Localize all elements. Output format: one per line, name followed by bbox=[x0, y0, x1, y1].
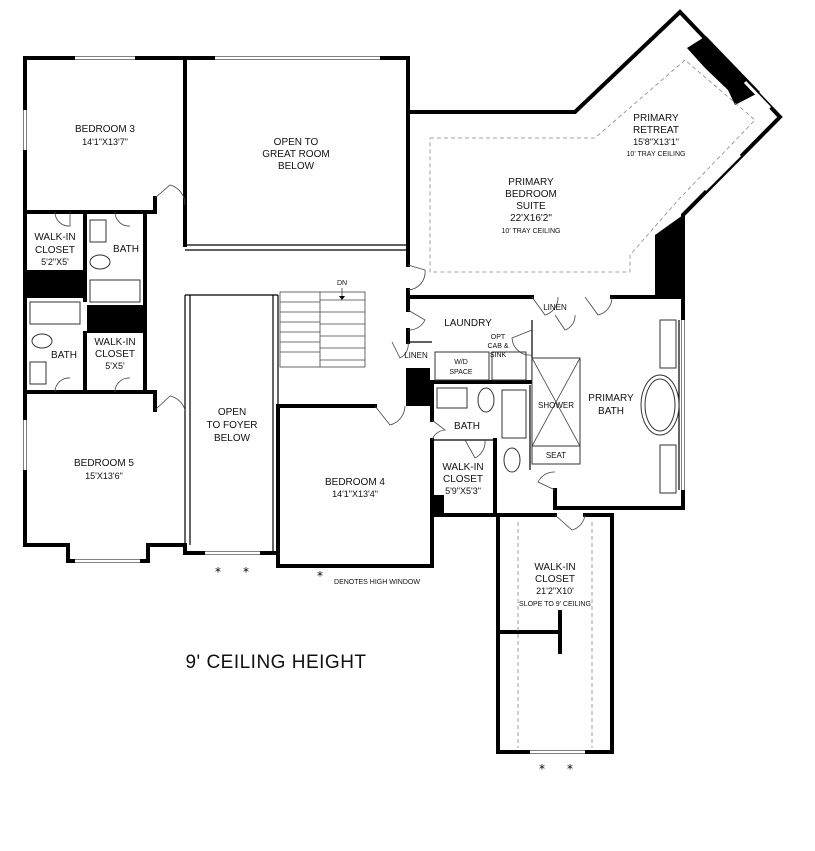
primary-bedroom-label-1: PRIMARY bbox=[508, 177, 554, 188]
bedroom5-name: BEDROOM 5 bbox=[74, 458, 134, 469]
walkin-closet-primary-1: WALK-IN bbox=[534, 562, 575, 573]
primary-retreat-size: 15'8"X13'1" bbox=[633, 137, 679, 147]
walls bbox=[23, 9, 783, 754]
tray-ceiling-outline bbox=[429, 59, 756, 273]
high-window-marker: * bbox=[539, 762, 545, 776]
windows bbox=[23, 28, 772, 754]
bedroom4-size: 14'1"X13'4" bbox=[332, 489, 378, 499]
linen-left-label: LINEN bbox=[404, 351, 428, 360]
wd-space-1: W/D bbox=[454, 359, 468, 366]
walkin-closet-primary-size: 21'2"X10' bbox=[536, 586, 574, 596]
high-window-marker: * bbox=[215, 565, 221, 579]
high-window-marker: * bbox=[567, 762, 573, 776]
primary-bedroom-label-2: BEDROOM bbox=[505, 189, 557, 200]
walkin-closet-left-top-2: CLOSET bbox=[35, 245, 75, 256]
door-swings bbox=[54, 184, 613, 531]
staircase bbox=[279, 288, 366, 368]
great-room-label-1: OPEN TO bbox=[274, 137, 319, 148]
shower-label: SHOWER bbox=[538, 401, 574, 410]
primary-bath-label-1: PRIMARY bbox=[588, 393, 634, 404]
primary-bedroom-size: 22'X16'2" bbox=[510, 213, 552, 224]
open-foyer-label-1: OPEN bbox=[218, 407, 246, 418]
high-window-legend-text: DENOTES HIGH WINDOW bbox=[334, 579, 420, 586]
primary-bedroom-label-3: SUITE bbox=[516, 201, 546, 212]
open-foyer-label-2: TO FOYER bbox=[207, 420, 258, 431]
primary-retreat-label-2: RETREAT bbox=[633, 125, 679, 136]
bath-left-top-label: BATH bbox=[113, 244, 139, 255]
primary-bath-label-2: BATH bbox=[598, 406, 624, 417]
seat-label: SEAT bbox=[546, 451, 566, 460]
walkin-closet-left-top-size: 5'2"X5' bbox=[41, 257, 69, 267]
primary-retreat-label-1: PRIMARY bbox=[633, 113, 679, 124]
linen-top-label: LINEN bbox=[543, 303, 567, 312]
high-window-legend-star: * bbox=[317, 569, 323, 583]
fixtures bbox=[29, 219, 680, 494]
primary-bedroom-note: 10' TRAY CEILING bbox=[502, 228, 561, 235]
bedroom3-name: BEDROOM 3 bbox=[75, 124, 135, 135]
walkin-closet-center-2: CLOSET bbox=[443, 474, 483, 485]
laundry-label: LAUNDRY bbox=[444, 318, 492, 329]
ceiling-height-note: 9' CEILING HEIGHT bbox=[185, 652, 366, 673]
bedroom3-size: 14'1"X13'7" bbox=[82, 137, 128, 147]
walkin-closet-left-top-1: WALK-IN bbox=[34, 232, 75, 243]
walkin-closet-left-mid-size: 5'X5' bbox=[105, 361, 125, 371]
laundry-opt-2: CAB & bbox=[487, 343, 508, 350]
walkin-closet-primary-2: CLOSET bbox=[535, 574, 575, 585]
stairs-down-label: DN bbox=[337, 280, 347, 287]
bedroom4-name: BEDROOM 4 bbox=[325, 477, 385, 488]
walkin-closet-center-1: WALK-IN bbox=[442, 462, 483, 473]
open-foyer-label-3: BELOW bbox=[214, 433, 251, 444]
great-room-label-3: BELOW bbox=[278, 161, 315, 172]
laundry-opt-3: SINK bbox=[490, 352, 507, 359]
walkin-closet-left-mid-2: CLOSET bbox=[95, 349, 135, 360]
walkin-closet-left-mid-1: WALK-IN bbox=[94, 337, 135, 348]
great-room-label-2: GREAT ROOM bbox=[262, 149, 329, 160]
walkin-closet-primary-note: SLOPE TO 9' CEILING bbox=[519, 601, 591, 608]
walkin-closet-center-size: 5'9"X5'3" bbox=[445, 486, 481, 496]
laundry-opt-1: OPT bbox=[491, 334, 506, 341]
high-window-marker: * bbox=[243, 565, 249, 579]
bedroom5-size: 15'X13'6" bbox=[85, 471, 123, 481]
bath-center-label: BATH bbox=[454, 421, 480, 432]
wd-space-2: SPACE bbox=[449, 369, 473, 376]
primary-retreat-note: 10' TRAY CEILING bbox=[627, 151, 686, 158]
bath-left-mid-label: BATH bbox=[51, 350, 77, 361]
